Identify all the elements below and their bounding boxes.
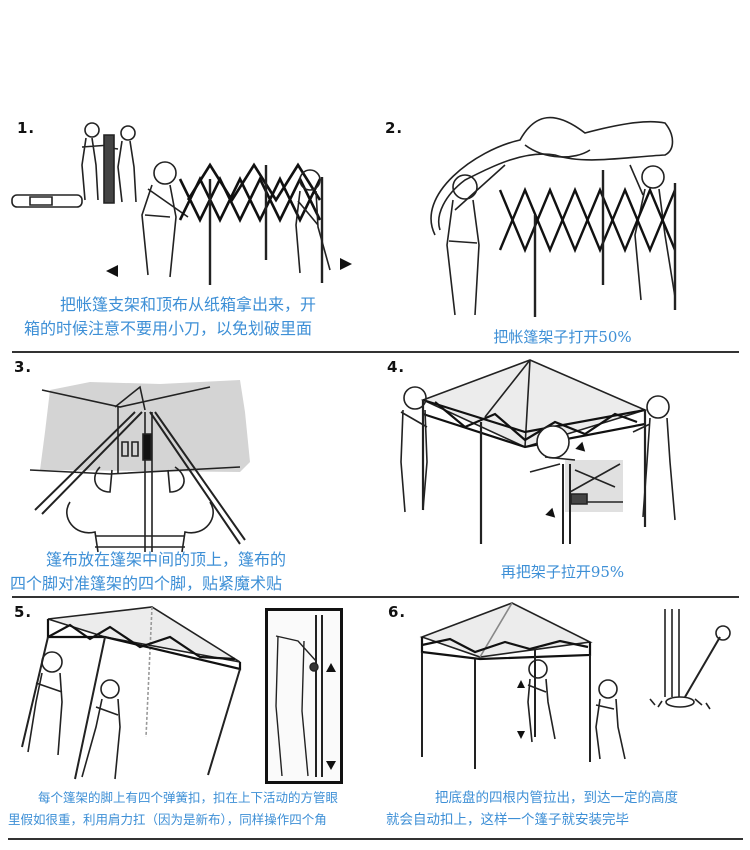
- step-5-illustration: [0, 597, 380, 787]
- caption-line: 把帐篷架子打开50%: [493, 328, 632, 346]
- caption-line: 四个脚对准篷架的四个脚，贴紧魔术贴: [10, 574, 283, 593]
- caption-line: 篷布放在篷架中间的顶上，篷布的: [46, 550, 287, 569]
- detail-inset: [265, 608, 343, 784]
- step-caption: 把帐篷支架和顶布从纸箱拿出来，开 箱的时候注意不要用小刀，以免划破里面: [0, 293, 375, 341]
- step-caption: 把底盘的四根内管拉出，到达一定的高度 就会自动扣上，这样一个篷子就安装完毕: [380, 787, 750, 831]
- arrow-left-icon: [106, 265, 118, 277]
- step-caption: 每个篷架的脚上有四个弹簧扣，扣在上下活动的方管眼 里假如很重，利用肩力扛（因为是…: [0, 787, 380, 831]
- step-number: 6.: [388, 603, 407, 621]
- caption-line: 把帐篷支架和顶布从纸箱拿出来，开: [60, 295, 317, 314]
- step-6-panel: 6. 把底盘的四根内管拉出，到达一定的高度 就: [380, 597, 750, 837]
- caption-line: 就会自动扣上，这样一个篷子就安装完毕: [386, 812, 629, 828]
- step-2-illustration: [375, 105, 750, 320]
- caption-line: 把底盘的四根内管拉出，到达一定的高度: [435, 790, 678, 806]
- caption-line: 箱的时候注意不要用小刀，以免划破里面: [24, 319, 313, 338]
- step-1-panel: 1. 把帐篷支架和顶布: [0, 105, 375, 350]
- arrow-up-icon: [326, 663, 336, 672]
- arrow-down-icon: [517, 731, 525, 739]
- step-4-illustration: [375, 352, 750, 552]
- step-caption: 再把架子拉开95%: [375, 560, 750, 584]
- step-3-panel: 3. 篷布放在篷架中间的顶上，篷布的 四个脚对准篷架的四个脚，贴紧魔术贴: [0, 352, 375, 597]
- divider: [12, 351, 739, 353]
- caption-line: 里假如很重，利用肩力扛（因为是新布），同样操作四个角: [8, 812, 327, 827]
- caption-line: 再把架子拉开95%: [500, 563, 625, 581]
- step-3-illustration: [0, 380, 250, 552]
- step-caption: 把帐篷架子打开50%: [375, 325, 750, 349]
- inset-illustration: [268, 611, 340, 781]
- caption-line: 每个篷架的脚上有四个弹簧扣，扣在上下活动的方管眼: [38, 790, 339, 805]
- arrow-up-icon: [517, 680, 525, 688]
- divider: [12, 596, 739, 598]
- step-number: 5.: [14, 603, 33, 621]
- step-caption: 篷布放在篷架中间的顶上，篷布的 四个脚对准篷架的四个脚，贴紧魔术贴: [0, 548, 375, 596]
- step-6-illustration: [380, 597, 750, 787]
- arrow-down-icon: [326, 761, 336, 770]
- step-2-panel: 2. 把帐篷架子打开50%: [375, 105, 750, 350]
- step-number: 3.: [14, 358, 33, 376]
- step-number: 1.: [17, 119, 36, 137]
- step-4-panel: 4. 再: [375, 352, 750, 597]
- step-5-panel: 5.: [0, 597, 380, 837]
- step-number: 2.: [385, 119, 404, 137]
- step-1-illustration: [0, 105, 375, 285]
- arrow-right-icon: [340, 258, 352, 270]
- divider: [8, 838, 743, 840]
- step-number: 4.: [387, 358, 406, 376]
